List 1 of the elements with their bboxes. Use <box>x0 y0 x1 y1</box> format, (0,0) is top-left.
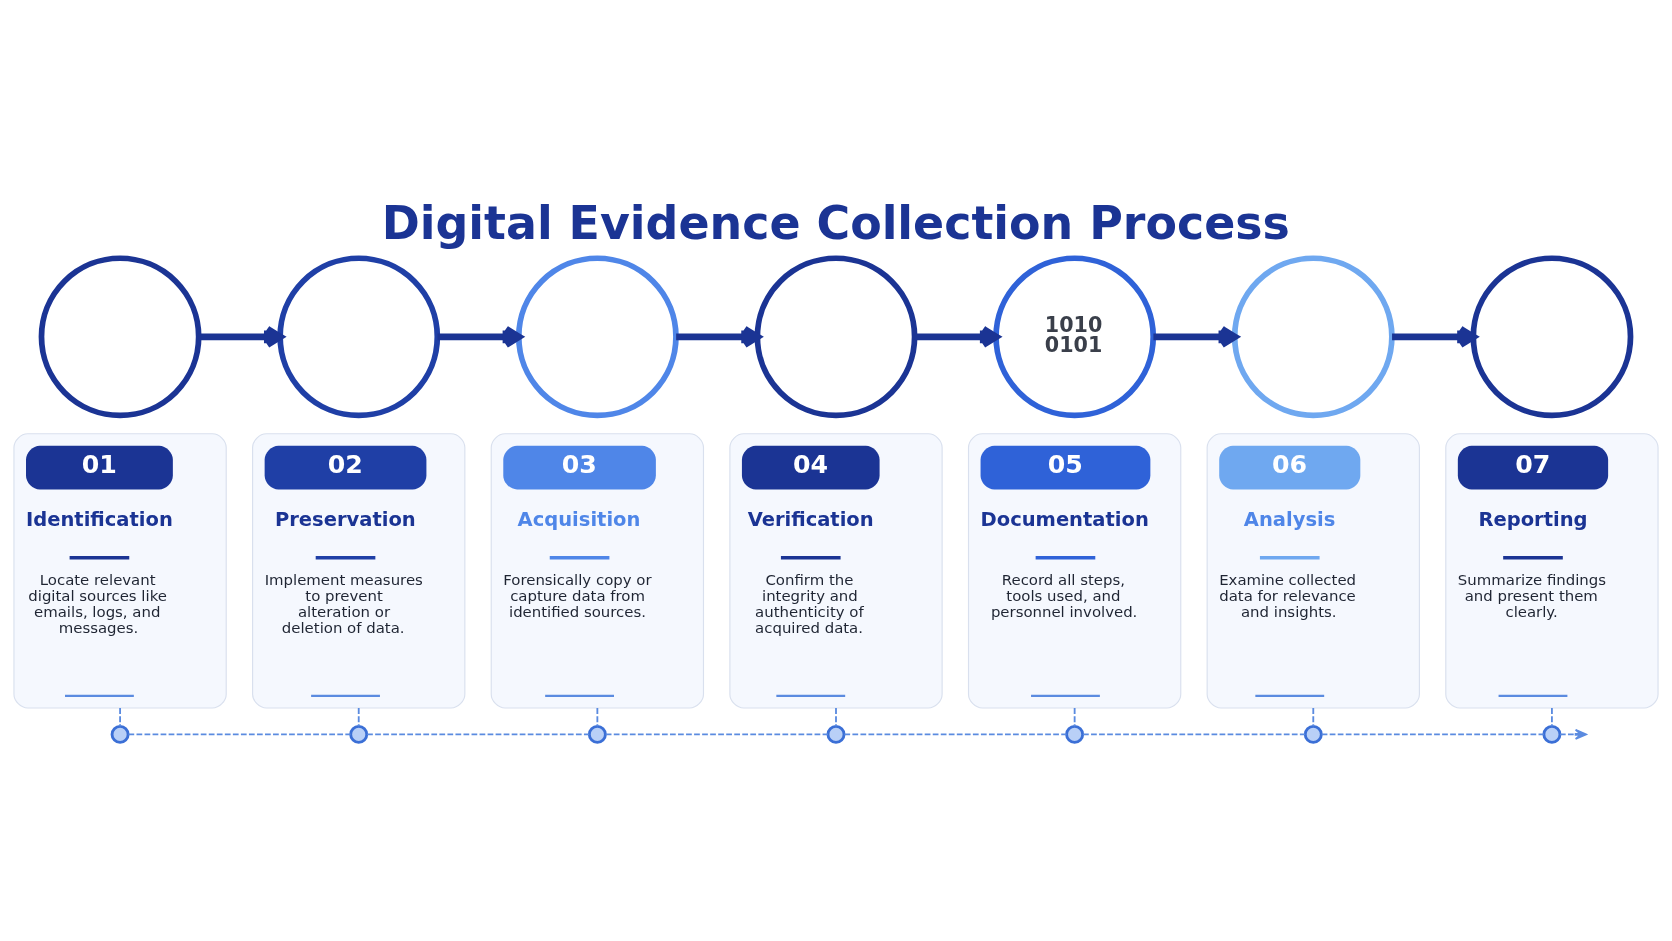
diagram-title: Digital Evidence Collection Process <box>381 195 1290 250</box>
